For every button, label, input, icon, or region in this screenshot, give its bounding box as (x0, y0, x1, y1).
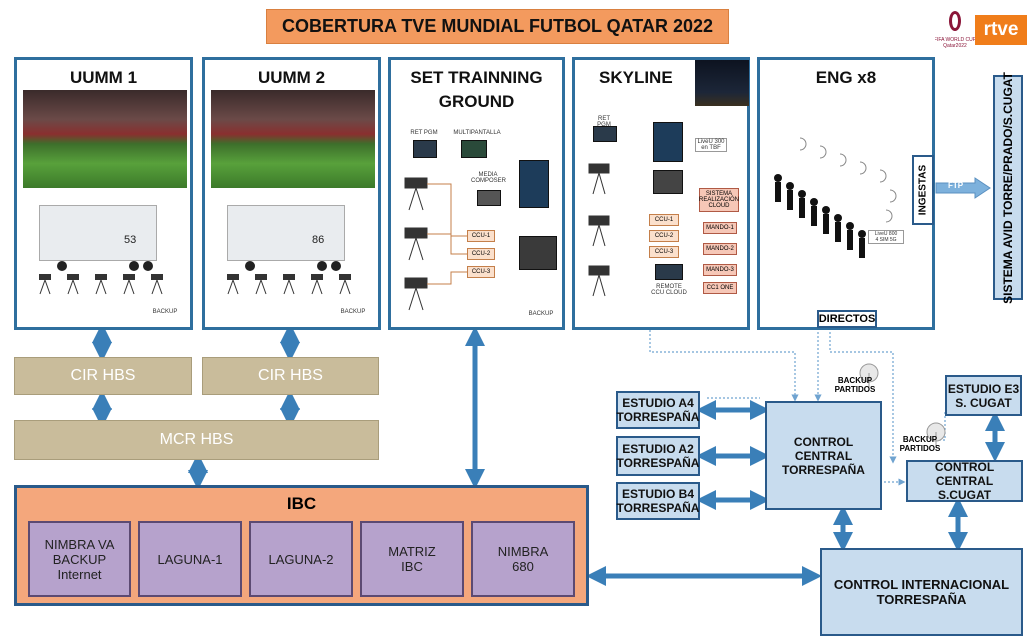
set-cameras (404, 177, 467, 311)
svg-text:FIFA WORLD CUP: FIFA WORLD CUP (935, 37, 975, 43)
remote-monitor-icon (655, 264, 683, 280)
panel-eng-x8: ENG x8 LiveU 800 4 SIM 5G (757, 57, 935, 330)
ftp-label: FTP (948, 181, 964, 190)
ibc-box-nimbra-va: NIMBRA VA BACKUP Internet (28, 521, 131, 597)
eng-crews-image (774, 137, 897, 258)
panel-uumm1: UUMM 1 53 BACKUP (14, 57, 193, 330)
control-internacional-torrespana: CONTROL INTERNACIONAL TORRESPAÑA (820, 548, 1023, 636)
ibc-container: IBC NIMBRA VA BACKUP Internet LAGUNA-1 L… (14, 485, 589, 606)
laptop-icon (653, 170, 683, 194)
mando-3: MANDO-3 (703, 264, 737, 276)
truck-number: 53 (124, 234, 137, 246)
panel-skyline: SKYLINE RET PGM LiveU 300 en TBF SISTEMA… (572, 57, 750, 330)
estudio-a4: ESTUDIO A4 TORRESPAÑA (616, 391, 700, 429)
rtve-logo: rtve (975, 15, 1027, 45)
ibc-box-laguna-1: LAGUNA-1 (138, 521, 242, 597)
panel-title: UUMM 2 (257, 68, 326, 87)
dotted-backup-cugat (935, 412, 946, 441)
ingestas-box: INGESTAS (912, 155, 934, 225)
ibc-box-matriz: MATRIZ IBC (360, 521, 464, 597)
svg-text:Qatar2022: Qatar2022 (943, 43, 967, 49)
panel-set-training-ground: SET TRAINNING GROUND RET PGM MULTIPANTAL… (388, 57, 565, 330)
camera-row (37, 272, 177, 296)
switcher-icon (519, 160, 549, 208)
monitor-icon (461, 140, 487, 158)
monitor-icon (593, 126, 617, 142)
satellite-icon (925, 422, 947, 446)
control-central-s-cugat: CONTROL CENTRAL S.CUGAT (906, 460, 1023, 502)
stadium-image (211, 90, 375, 188)
panel-uumm2: UUMM 2 86 BACKUP (202, 57, 381, 330)
ccu-2: CCU-2 (467, 248, 495, 260)
liveu-label: LiveU 300 en TBF (695, 138, 727, 152)
sistema-cloud: SISTEMA REALIZACIÓN CLOUD (699, 188, 739, 212)
backup-partidos-label-2: BACKUP PARTIDOS (899, 435, 941, 453)
estudio-e3: ESTUDIO E3 S. CUGAT (945, 375, 1022, 416)
panel-title: SKYLINE (599, 68, 673, 87)
laptop-icon (477, 190, 501, 206)
ibc-box-laguna-2: LAGUNA-2 (249, 521, 353, 597)
cir-hbs-2: CIR HBS (202, 357, 379, 395)
mcr-hbs: MCR HBS (14, 420, 379, 460)
skyline-photo (695, 60, 749, 106)
estudio-b4: ESTUDIO B4 TORRESPAÑA (616, 482, 700, 520)
backup-label: BACKUP (340, 309, 366, 315)
ccu-1: CCU-1 (467, 230, 495, 242)
camera-row (225, 272, 365, 296)
avid-system-box: SISTEMA AVID TORRE/PRADO/S.CUGAT (993, 72, 1023, 303)
liveu-label: LiveU 800 4 SIM 5G (868, 230, 904, 244)
backup-label: BACKUP (152, 309, 178, 315)
ibc-box-nimbra-680: NIMBRA 680 (471, 521, 575, 597)
estudio-a2: ESTUDIO A2 TORRESPAÑA (616, 436, 700, 476)
ccu-3: CCU-3 (649, 246, 679, 258)
mixer-icon (519, 236, 557, 270)
panel-title: UUMM 1 (69, 68, 138, 87)
mando-1: MANDO-1 (703, 222, 737, 234)
ob-truck-image: 53 (39, 205, 157, 261)
truck-number: 86 (312, 234, 325, 246)
multipantalla-label: MULTIPANTALLA (453, 130, 501, 136)
monitor-icon (413, 140, 437, 158)
satellite-icon (858, 363, 880, 387)
avid-system-label: SISTEMA AVID TORRE/PRADO/S.CUGAT (1001, 71, 1015, 304)
stadium-image (23, 90, 187, 188)
remote-ccu-label: REMOTE CCU CLOUD (651, 284, 687, 296)
ccu-3: CCU-3 (467, 266, 495, 278)
directos-box: DIRECTOS (817, 310, 877, 328)
dotted-sky-control (649, 330, 799, 402)
truck-wheels (52, 258, 162, 271)
backup-partidos-label-1: BACKUP PARTIDOS (834, 376, 876, 394)
ccu-2: CCU-2 (649, 230, 679, 242)
ftp-arrow (935, 177, 991, 199)
skyline-cameras (588, 163, 610, 297)
panel-title: SET TRAINNING GROUND (410, 68, 543, 111)
cir-hbs-1: CIR HBS (14, 357, 192, 395)
switcher-icon (653, 122, 683, 162)
ingestas-label: INGESTAS (917, 164, 929, 216)
panel-title: ENG x8 (815, 68, 877, 87)
ret-pgm-label: RET PGM (410, 130, 438, 136)
backup-label: BACKUP (528, 311, 554, 317)
ret-pgm-label: RET PGM (597, 116, 611, 128)
ibc-title: IBC (286, 494, 317, 513)
fifa-logo: FIFA WORLD CUP Qatar2022 (934, 8, 977, 50)
dotted-directos-cugat (829, 328, 897, 464)
ob-truck-image: 86 (227, 205, 345, 261)
diagram-title: COBERTURA TVE MUNDIAL FUTBOL QATAR 2022 (266, 9, 729, 44)
media-composer-label: MEDIA COMPOSER (471, 172, 507, 184)
ccu-1: CCU-1 (649, 214, 679, 226)
cc1-one: CC1 ONE (703, 282, 737, 294)
mando-2: MANDO-2 (703, 243, 737, 255)
control-central-torrespana: CONTROL CENTRAL TORRESPAÑA (765, 401, 882, 510)
truck-wheels (240, 258, 350, 271)
